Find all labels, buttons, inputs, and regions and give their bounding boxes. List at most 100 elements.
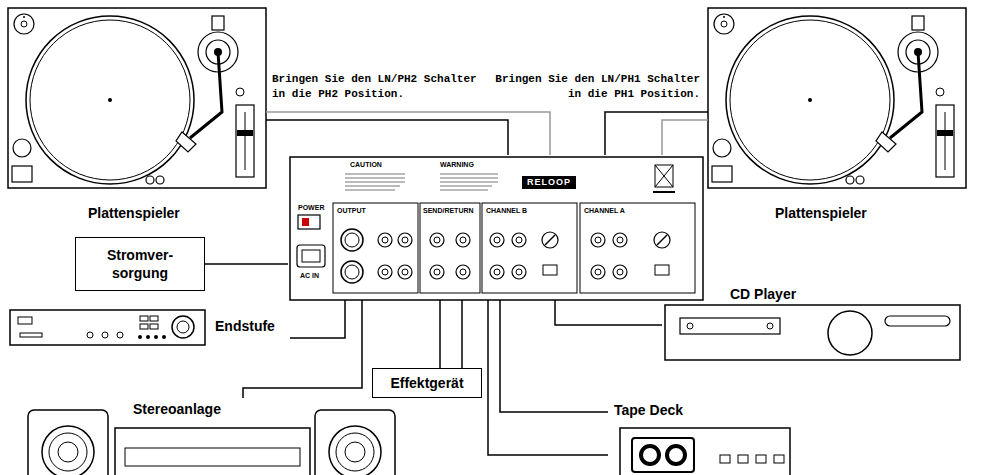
amplifier-illustration	[146, 335, 150, 339]
amplifier-illustration	[162, 335, 166, 339]
device-box: Effektgerät	[372, 368, 482, 398]
tape-deck-illustration	[620, 428, 790, 475]
stereo-illustration	[28, 410, 108, 475]
text-slot: Effektgerät	[390, 374, 463, 392]
cd-player-illustration	[665, 305, 960, 360]
text-slot: OUTPUT	[337, 207, 366, 215]
amplifier-illustration	[154, 335, 158, 339]
text-slot: Endstufe	[215, 318, 275, 334]
mixer-illustration	[345, 233, 359, 247]
mixer-illustration	[545, 235, 555, 245]
text-slot: CAUTION	[350, 161, 382, 169]
text-slot: Tape Deck	[614, 402, 683, 418]
mixer-illustration	[490, 265, 504, 279]
device-label: Plattenspieler	[88, 205, 180, 221]
mixer-illustration	[290, 157, 703, 300]
audio-cable	[555, 300, 662, 325]
amplifier-illustration	[172, 316, 194, 338]
mixer-illustration	[398, 233, 412, 247]
text-slot: Stereoanlage	[133, 401, 221, 417]
panel-label: SEND/RETURN	[423, 207, 474, 215]
mixer-illustration	[655, 165, 673, 187]
mixer-illustration	[345, 178, 405, 179]
mixer-illustration	[333, 203, 418, 293]
tape-deck-illustration	[620, 428, 790, 475]
text-slot: RELOOP	[522, 176, 576, 189]
mixer-illustration	[298, 215, 320, 229]
amplifier-illustration	[140, 324, 148, 329]
audio-cable	[605, 112, 708, 155]
audio-cable	[243, 300, 362, 398]
text-slot: CHANNEL A	[584, 207, 625, 215]
instruction-note: Bringen Sie den LN/PH1 Schalter in die P…	[490, 72, 700, 102]
mixer-illustration	[543, 265, 557, 275]
mixer-illustration	[398, 265, 412, 279]
amplifier-illustration	[150, 324, 158, 329]
mixer-illustration	[440, 174, 498, 175]
mixer-illustration	[655, 165, 673, 187]
turntable: Plattenspieler	[708, 8, 966, 225]
mixer-illustration	[512, 265, 526, 279]
panel-label: OUTPUT	[337, 207, 366, 215]
text-slot: SEND/RETURN	[423, 207, 474, 215]
cd-player-illustration	[767, 323, 773, 329]
text-slot: CD Player	[730, 286, 796, 302]
audio-cable	[488, 300, 608, 455]
mixer-illustration	[378, 233, 392, 247]
audio-cable	[439, 300, 441, 368]
device-box: Stromver- sorgung	[75, 237, 205, 291]
audio-cable	[266, 120, 508, 155]
panel-label: CHANNEL B	[486, 207, 527, 215]
mixer-illustration	[430, 233, 444, 247]
mixer-illustration	[345, 190, 395, 191]
mixer-illustration	[378, 265, 392, 279]
turntable-illustration	[8, 8, 266, 188]
audio-cable	[461, 300, 463, 368]
mixer-illustration	[655, 165, 673, 187]
mixer-illustration	[290, 157, 703, 300]
mixer-illustration	[341, 229, 363, 251]
panel-label: POWER	[298, 204, 324, 212]
panel-label: AC IN	[300, 272, 319, 280]
amplifier-illustration	[150, 316, 158, 321]
text-slot: AC IN	[300, 272, 319, 280]
ground-wire	[662, 120, 708, 155]
mixer-illustration	[345, 265, 359, 279]
amplifier: Endstufe	[8, 305, 290, 347]
tape-deck-illustration	[756, 455, 766, 463]
amplifier-illustration	[20, 333, 42, 337]
text-slot: Plattenspieler	[775, 205, 867, 221]
ground-wire	[266, 112, 550, 155]
instruction-note: Bringen Sie den LN/PH2 Schalter in die P…	[272, 72, 482, 102]
mixer-illustration	[345, 186, 400, 187]
text-slot: POWER	[298, 204, 324, 212]
mixer-illustration	[345, 174, 498, 190]
mixer-illustration	[655, 265, 669, 275]
mixer-illustration	[653, 191, 675, 193]
panel-label: CHANNEL A	[584, 207, 625, 215]
text-slot: Stromver- sorgung	[90, 246, 190, 282]
mixer-illustration	[341, 261, 363, 283]
tape-deck-illustration	[667, 446, 685, 464]
panel-label: WARNING	[440, 161, 474, 169]
mixer-illustration	[297, 245, 325, 267]
amplifier-illustration	[140, 316, 148, 321]
audio-cable	[500, 300, 608, 412]
amplifier-illustration	[10, 310, 205, 345]
mixer-illustration	[440, 190, 488, 191]
device-label: Plattenspieler	[775, 205, 867, 221]
amplifier-illustration	[87, 332, 93, 338]
mixer-illustration	[345, 174, 405, 175]
mixer-illustration	[580, 203, 695, 293]
tape-deck-illustration	[632, 438, 694, 472]
device-label: CD Player	[730, 286, 796, 302]
text-slot: CHANNEL B	[486, 207, 527, 215]
cd-player-illustration	[885, 316, 950, 326]
note-slot: Bringen Sie den LN/PH1 Schalter in die P…	[490, 72, 700, 102]
stereo-illustration	[345, 442, 365, 462]
text-slot: WARNING	[440, 161, 474, 169]
mixer-illustration	[591, 233, 605, 247]
stereo-illustration	[329, 426, 381, 475]
